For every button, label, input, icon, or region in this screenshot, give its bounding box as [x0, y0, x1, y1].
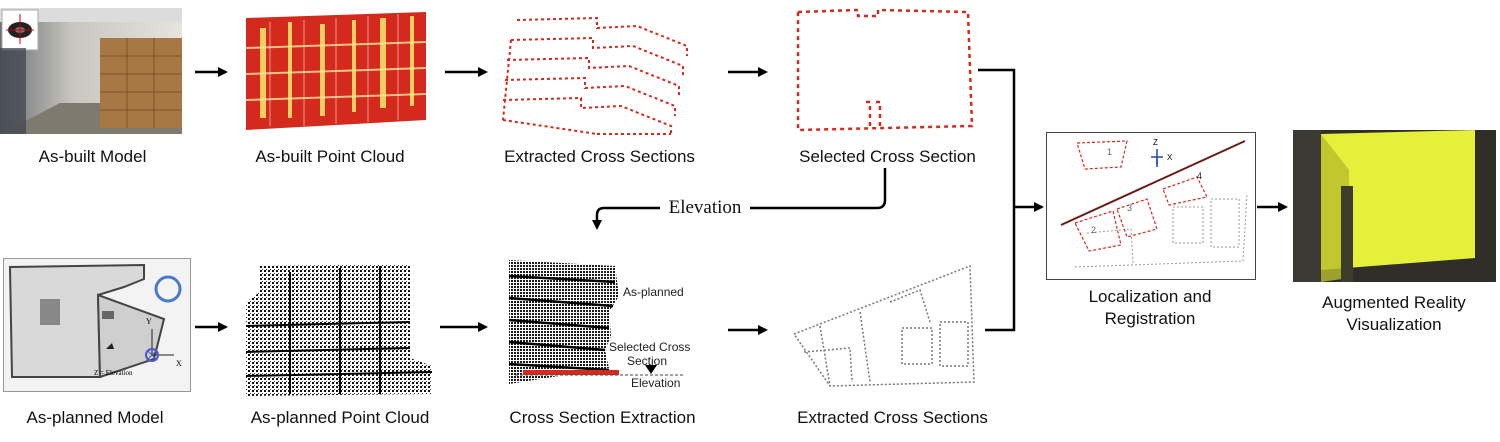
cross-section-extraction: As-planned Selected Cross Section Elevat…: [505, 256, 695, 396]
as-built-point-cloud: [240, 8, 428, 132]
extracted-cross-sections-top: [497, 10, 697, 138]
arrow-merge-top: [978, 68, 1016, 332]
caption-extracted-cross-sections-top: Extracted Cross Sections: [504, 147, 695, 166]
reg-region-1: 1: [1107, 147, 1113, 157]
elevation-annotation: Elevation: [631, 376, 681, 390]
as-planned-point-cloud: [240, 262, 434, 400]
caption-as-planned-model: As-planned Model: [26, 408, 164, 427]
as-built-model-photo: [0, 8, 182, 134]
caption-ar-line1: Augmented Reality: [1322, 293, 1466, 312]
selected-cross-section: [788, 6, 980, 136]
selected-cross-annotation-line2: Section: [627, 354, 668, 368]
augmented-reality-visualization: [1293, 130, 1496, 282]
axis-x-label: X: [176, 359, 182, 368]
caption-cross-section-extraction: Cross Section Extraction: [509, 408, 696, 427]
selected-cross-annotation-line1: Selected Cross: [609, 340, 691, 354]
localization-registration: Z X 1 2 3 4: [1046, 132, 1256, 280]
elevation-label: Elevation: [668, 197, 742, 218]
caption-as-built-model: As-built Model: [38, 147, 147, 166]
reg-region-2: 2: [1091, 225, 1097, 235]
z-elevation-label: Z = Elevation: [94, 369, 133, 377]
reg-region-3: 3: [1127, 203, 1133, 213]
extracted-cross-sections-bottom: [790, 262, 990, 392]
caption-localization-line2: Registration: [1104, 309, 1196, 328]
axis-y-label: Y: [146, 317, 152, 326]
caption-ar-line2: Visualization: [1346, 315, 1442, 334]
reg-axis-z: Z: [1153, 138, 1158, 147]
caption-as-built-point-cloud: As-built Point Cloud: [255, 147, 405, 166]
caption-as-planned-point-cloud: As-planned Point Cloud: [250, 408, 430, 427]
caption-selected-cross-section: Selected Cross Section: [799, 147, 976, 166]
as-planned-annotation: As-planned: [623, 285, 684, 299]
reg-axis-x: X: [1167, 153, 1173, 162]
caption-extracted-cross-sections-bottom: Extracted Cross Sections: [797, 408, 988, 427]
reg-region-4: 4: [1197, 171, 1203, 181]
caption-localization-line1: Localization and: [1088, 287, 1212, 306]
as-planned-model: Y X Z = Elevation: [3, 258, 191, 392]
